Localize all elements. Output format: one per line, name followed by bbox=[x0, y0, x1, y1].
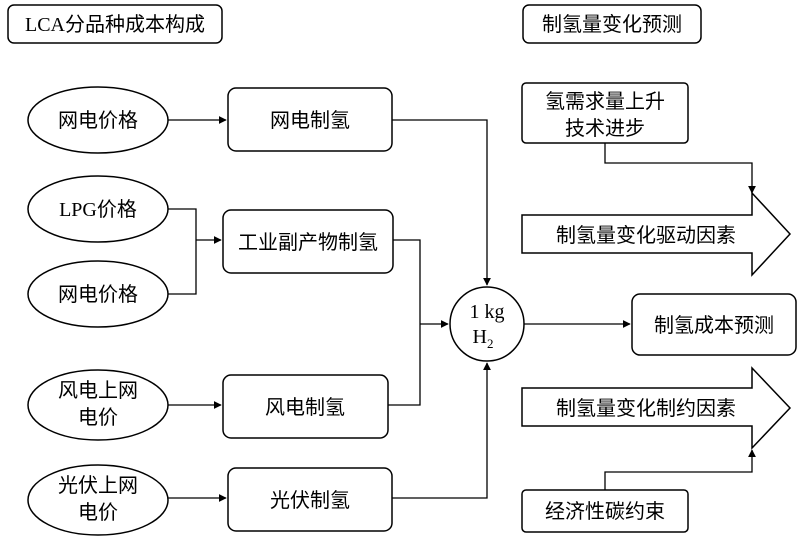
svg-text:电价: 电价 bbox=[78, 406, 118, 429]
svg-text:风电上网: 风电上网 bbox=[58, 379, 138, 402]
center-h2-node: 1 kg H2 bbox=[449, 286, 525, 362]
svg-text:网电制氢: 网电制氢 bbox=[270, 109, 350, 132]
input-wind-price: 风电上网 电价 bbox=[27, 369, 169, 441]
left-title: LCA分品种成本构成 bbox=[25, 13, 205, 36]
svg-text:经济性碳约束: 经济性碳约束 bbox=[545, 500, 665, 523]
input-lpg-price: LPG价格 bbox=[27, 175, 169, 243]
process-wind-h2: 风电制氢 bbox=[222, 374, 389, 439]
svg-text:制氢量变化制约因素: 制氢量变化制约因素 bbox=[556, 397, 736, 420]
svg-text:光伏上网: 光伏上网 bbox=[58, 474, 138, 497]
edge-demand-to-driving bbox=[688, 162, 756, 194]
process-grid-h2: 网电制氢 bbox=[227, 87, 393, 152]
svg-text:LPG价格: LPG价格 bbox=[59, 198, 137, 221]
svg-text:氢需求量上升: 氢需求量上升 bbox=[545, 90, 665, 113]
right-title-box: 制氢量变化预测 bbox=[522, 4, 702, 44]
svg-text:制氢成本预测: 制氢成本预测 bbox=[654, 314, 774, 337]
input-pv-price: 光伏上网 电价 bbox=[27, 464, 169, 536]
edge-economic-to-constraint bbox=[604, 449, 756, 490]
svg-text:H2: H2 bbox=[473, 326, 494, 351]
demand-tech-box: 氢需求量上升 技术进步 bbox=[521, 82, 689, 144]
edge-industrial-wind-merge bbox=[388, 239, 421, 406]
driving-factors-arrow: 制氢量变化驱动因素 bbox=[521, 191, 792, 277]
svg-text:网电价格: 网电价格 bbox=[58, 109, 138, 132]
svg-text:制氢量变化驱动因素: 制氢量变化驱动因素 bbox=[556, 224, 736, 247]
edge-demand-down bbox=[604, 143, 688, 164]
svg-text:风电制氢: 风电制氢 bbox=[265, 396, 345, 419]
right-title: 制氢量变化预测 bbox=[542, 13, 682, 36]
edge-pv-h2-to-center bbox=[392, 362, 491, 499]
connectors bbox=[168, 116, 756, 502]
input-grid-price-2: 网电价格 bbox=[27, 260, 169, 328]
input-grid-price-1: 网电价格 bbox=[27, 86, 169, 154]
edge-lpg-grid-merge bbox=[168, 208, 197, 295]
svg-text:工业副产物制氢: 工业副产物制氢 bbox=[238, 231, 378, 254]
svg-text:光伏制氢: 光伏制氢 bbox=[270, 489, 350, 512]
process-pv-h2: 光伏制氢 bbox=[227, 467, 393, 532]
constraint-factors-arrow: 制氢量变化制约因素 bbox=[521, 366, 792, 450]
svg-text:网电价格: 网电价格 bbox=[58, 283, 138, 306]
svg-text:技术进步: 技术进步 bbox=[565, 117, 645, 140]
process-industrial-h2: 工业副产物制氢 bbox=[222, 209, 394, 274]
output-cost-forecast: 制氢成本预测 bbox=[631, 293, 797, 356]
svg-text:电价: 电价 bbox=[78, 501, 118, 524]
left-title-box: LCA分品种成本构成 bbox=[7, 4, 223, 44]
edge-grid-h2-to-center bbox=[392, 119, 491, 286]
svg-text:1 kg: 1 kg bbox=[470, 301, 505, 323]
economic-carbon-box: 经济性碳约束 bbox=[521, 489, 689, 533]
